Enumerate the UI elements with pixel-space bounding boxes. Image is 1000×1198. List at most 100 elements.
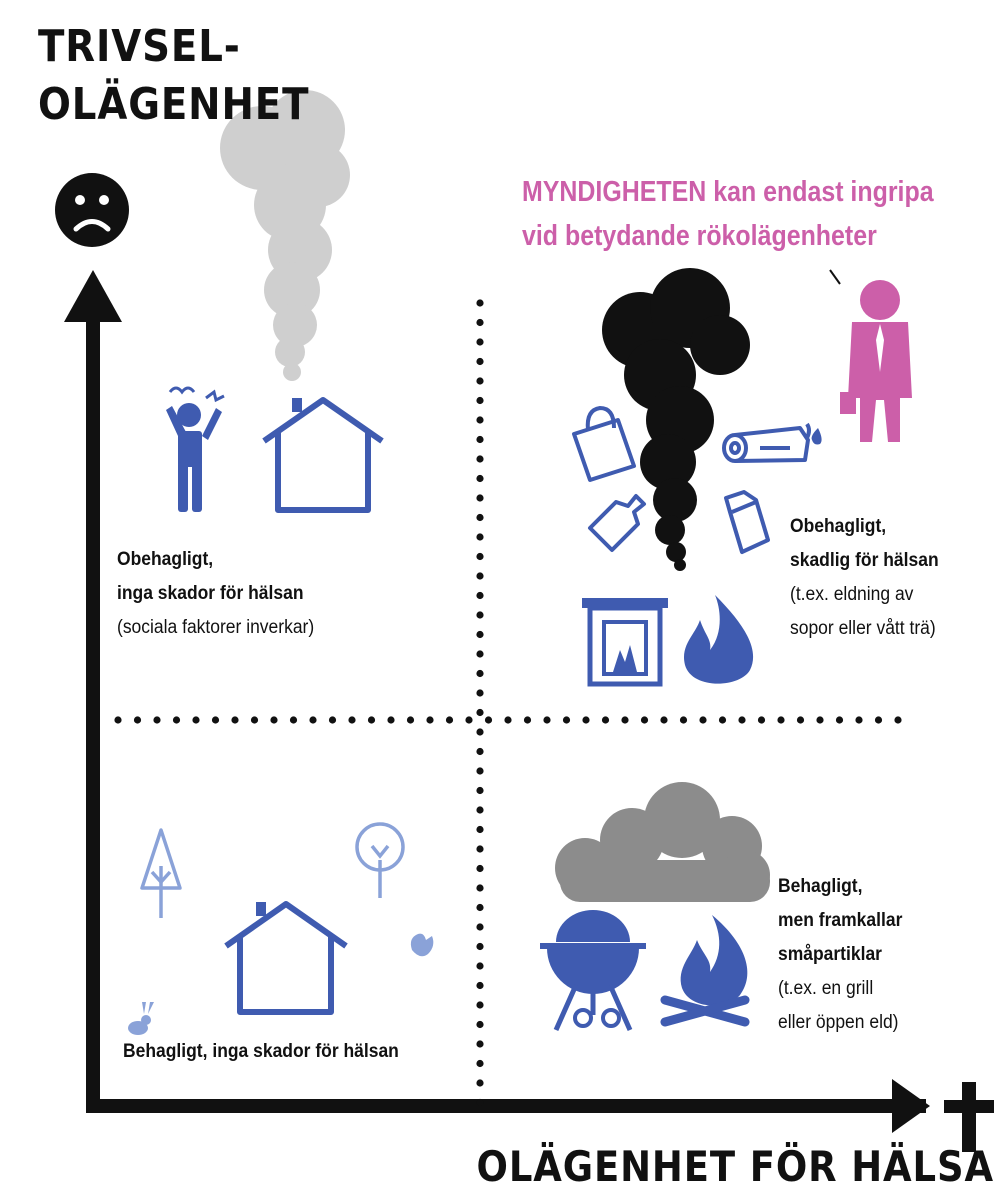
divider-dot	[835, 716, 844, 724]
divider-vertical	[476, 299, 484, 1107]
divider-dot	[718, 716, 727, 724]
divider-dot	[348, 716, 356, 724]
divider-dot	[476, 455, 484, 463]
divider-dot	[796, 716, 805, 724]
bottle-icon	[588, 494, 646, 552]
divider-dot	[816, 716, 824, 724]
divider-dot	[476, 1001, 484, 1009]
divider-dot	[289, 716, 298, 724]
y-axis-title-line2: OLÄGENHET	[38, 79, 310, 130]
rabbit-icon	[128, 1002, 154, 1035]
divider-dot	[476, 806, 484, 814]
tr-line1: Obehagligt,	[790, 516, 887, 537]
divider-horizontal	[114, 716, 902, 724]
divider-dot	[476, 708, 484, 717]
tl-line3: (sociala faktorer inverkar)	[117, 617, 315, 638]
x-axis-title: OLÄGENHET FÖR HÄLSA	[476, 1142, 994, 1191]
divider-dot	[679, 716, 688, 724]
divider-dot	[387, 716, 395, 724]
divider-dot	[874, 716, 883, 724]
divider-dot	[476, 630, 484, 639]
divider-dot	[476, 494, 484, 502]
divider-dot	[476, 923, 484, 931]
x-axis	[86, 1079, 930, 1133]
divider-dot	[738, 716, 746, 724]
angry-person-icon	[166, 386, 225, 512]
divider-dot	[699, 716, 707, 724]
tr-line2: skadlig för hälsan	[790, 550, 939, 571]
quadrant-top-left-text: Obehagligt, inga skador för hälsan (soci…	[117, 543, 314, 645]
quadrant-bottom-left-text: Behagligt, inga skador för hälsan	[123, 1035, 399, 1069]
light-smoke-icon	[220, 90, 350, 381]
campfire-icon	[660, 915, 750, 1027]
tree-icon	[140, 828, 182, 918]
sad-face-icon	[55, 173, 129, 247]
divider-dot	[445, 716, 454, 724]
divider-dot	[476, 689, 484, 697]
divider-dot	[476, 903, 484, 912]
tl-line2: inga skador för hälsan	[117, 583, 304, 604]
divider-dot	[476, 572, 484, 580]
squirrel-icon	[410, 933, 434, 957]
divider-dot	[328, 716, 337, 724]
house-icon	[224, 901, 348, 1015]
divider-dot	[476, 767, 484, 775]
divider-dot	[476, 357, 484, 366]
quadrant-top-right-text: Obehagligt, skadlig för hälsan (t.ex. el…	[790, 510, 939, 646]
divider-dot	[114, 716, 122, 724]
tr-line3: (t.ex. eldning av	[790, 584, 914, 605]
divider-dot	[476, 884, 484, 892]
divider-dot	[476, 1040, 484, 1048]
divider-dot	[476, 299, 484, 307]
tl-line1: Obehagligt,	[117, 549, 214, 570]
br-line4: (t.ex. en grill	[778, 978, 874, 999]
divider-dot	[484, 716, 493, 724]
flame-icon	[683, 595, 754, 684]
divider-dot	[476, 1020, 484, 1029]
log-icon	[722, 422, 822, 463]
br-line2: men framkallar	[778, 910, 903, 931]
divider-dot	[476, 396, 484, 405]
divider-dot	[406, 716, 415, 724]
divider-dot	[476, 1098, 484, 1107]
divider-dot	[476, 474, 484, 483]
br-line5: eller öppen eld)	[778, 1012, 899, 1033]
divider-dot	[367, 716, 376, 724]
divider-dot	[476, 318, 484, 327]
divider-dot	[192, 716, 200, 724]
divider-dot	[476, 942, 484, 951]
tr-line4: sopor eller vått trä)	[790, 618, 936, 639]
divider-dot	[476, 864, 484, 873]
divider-dot	[855, 716, 863, 724]
official-person-icon	[829, 269, 912, 442]
divider-dot	[476, 786, 484, 795]
divider-dot	[660, 716, 668, 724]
divider-dot	[476, 650, 484, 658]
divider-dot	[476, 611, 484, 619]
divider-dot	[523, 716, 532, 724]
divider-dot	[504, 716, 512, 724]
divider-dot	[582, 716, 590, 724]
divider-dot	[476, 416, 484, 424]
divider-dot	[476, 338, 484, 346]
y-axis-title: TRIVSEL- OLÄGENHET	[38, 18, 309, 134]
house-icon	[262, 397, 384, 513]
divider-dot	[476, 962, 484, 970]
divider-dot	[153, 716, 161, 724]
divider-dot	[211, 716, 220, 724]
divider-dot	[476, 845, 484, 853]
divider-dot	[543, 716, 551, 724]
divider-dot	[894, 716, 902, 724]
divider-dot	[172, 716, 181, 724]
fireplace-icon	[582, 598, 668, 687]
divider-dot	[270, 716, 278, 724]
tree-icon	[355, 822, 405, 898]
br-line1: Behagligt,	[778, 876, 863, 897]
divider-dot	[562, 716, 571, 724]
callout-line2: vid betydande rökolägenheter	[522, 220, 877, 252]
divider-dot	[757, 716, 766, 724]
divider-dot	[231, 716, 239, 724]
divider-dot	[476, 377, 484, 385]
divider-dot	[777, 716, 785, 724]
